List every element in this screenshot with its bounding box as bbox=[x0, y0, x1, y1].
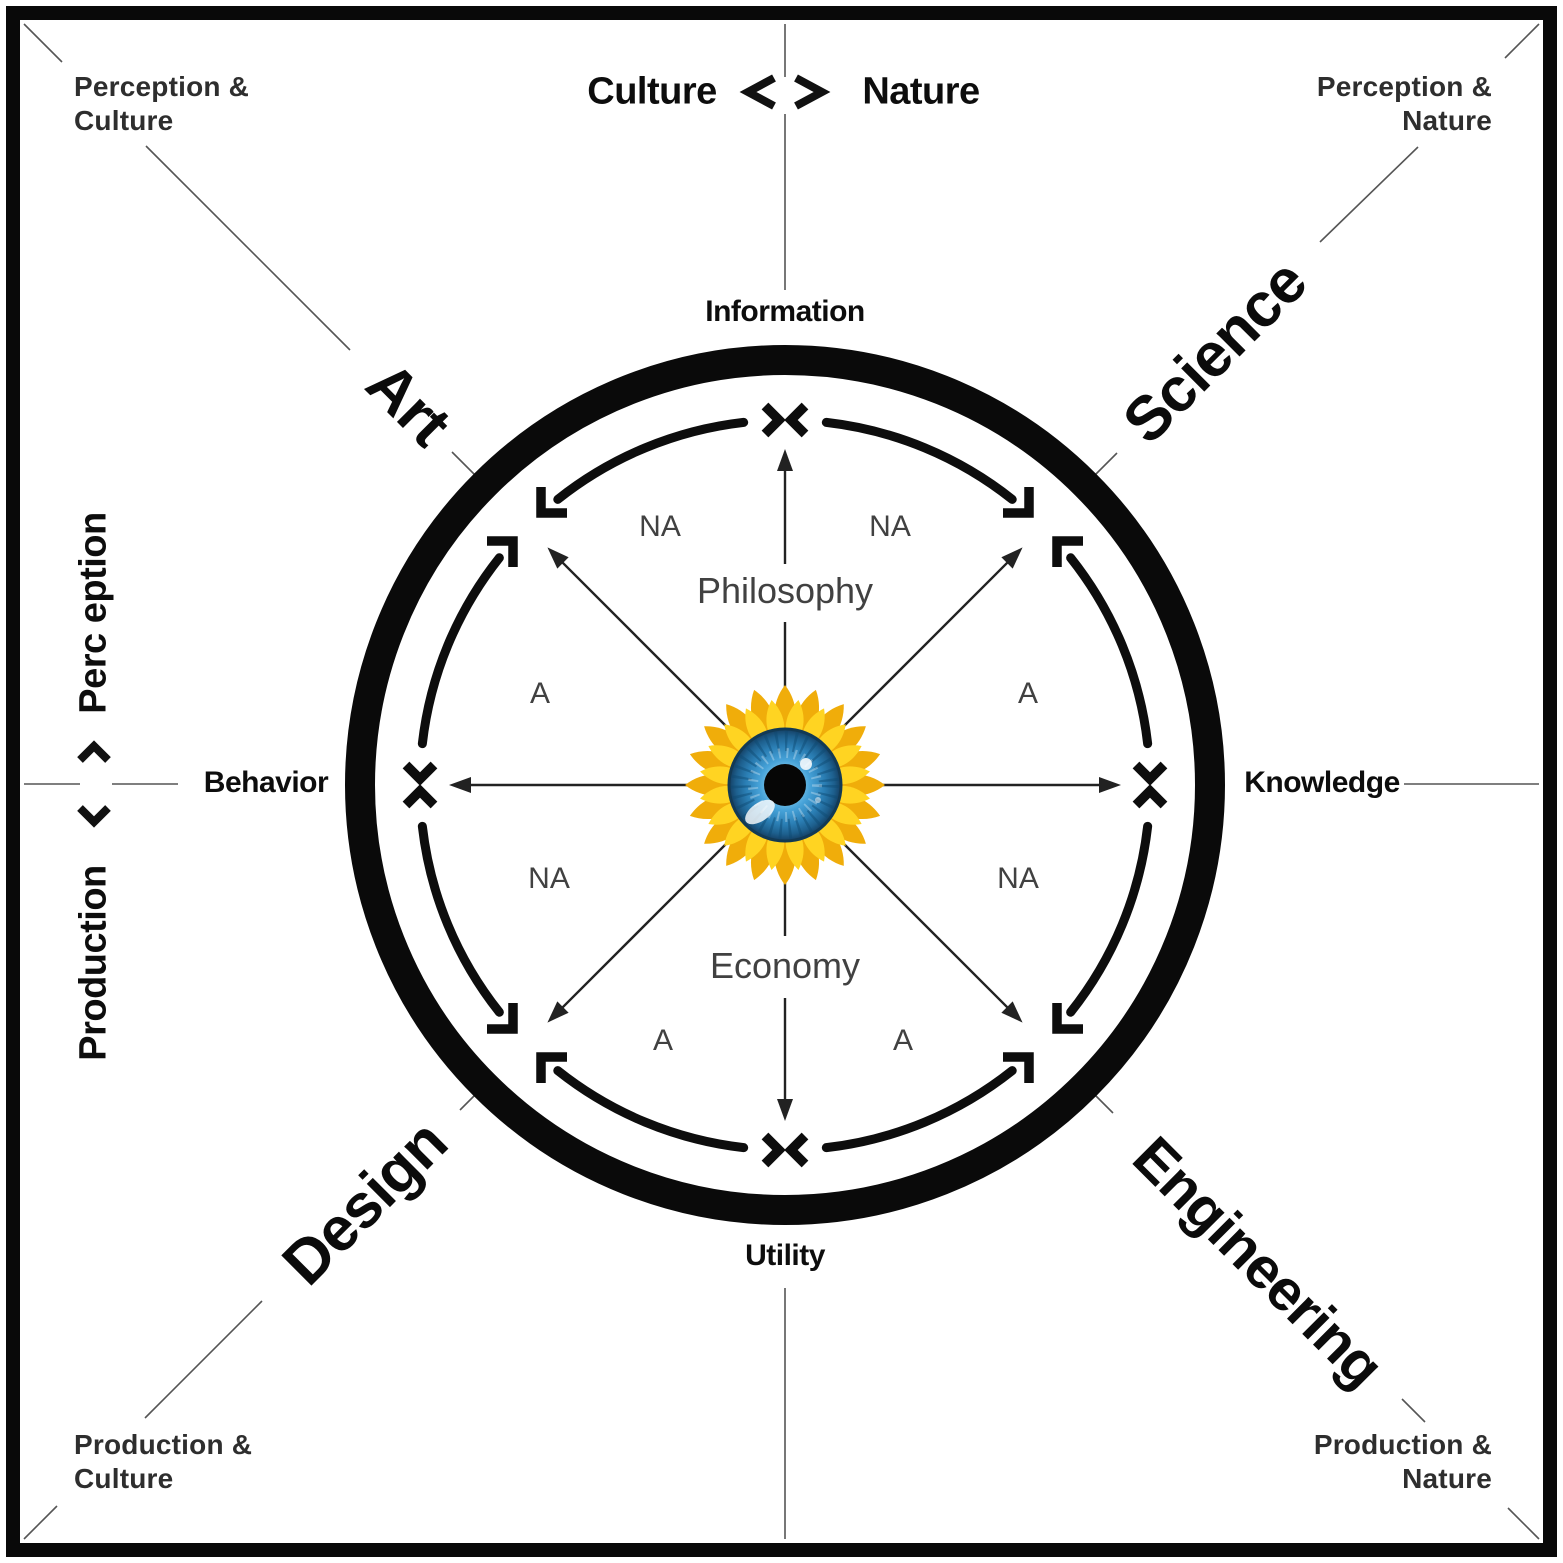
sector-label-mid-right: A bbox=[1017, 677, 1039, 710]
inner-label-economy: Economy bbox=[709, 945, 861, 986]
corner-line: Perception & bbox=[74, 71, 250, 102]
corner-line: Perception & bbox=[1316, 71, 1492, 102]
sector-label-lower-right: NA bbox=[997, 862, 1039, 895]
corner-line: Culture bbox=[74, 1462, 174, 1494]
corner-line: Nature bbox=[1402, 1462, 1492, 1494]
sector-label-upper-right: NA bbox=[869, 510, 911, 543]
outer-ring bbox=[345, 345, 1225, 1225]
sector-label-lower-left: NA bbox=[528, 862, 570, 895]
diagonal-line-nw bbox=[23, 23, 475, 475]
diagonal-line-se bbox=[1095, 1095, 1540, 1540]
sunflower-eye-icon bbox=[685, 685, 885, 885]
node-chevrons-south bbox=[765, 1136, 805, 1164]
corner-line: Nature bbox=[1402, 104, 1492, 136]
top-axis-label-culture: Culture bbox=[587, 70, 717, 113]
ring-label-information: Information bbox=[705, 295, 865, 328]
sector-label-bottom-right: A bbox=[892, 1024, 914, 1057]
diagonal-line-ne bbox=[1095, 23, 1540, 475]
chevron-left-icon bbox=[739, 74, 776, 110]
corner-line: Production & bbox=[1313, 1429, 1492, 1460]
top-axis-label-nature: Nature bbox=[862, 70, 980, 113]
chevron-right-icon bbox=[794, 74, 831, 110]
corner-label-perception-nature: Perception & Nature bbox=[1317, 70, 1492, 137]
sector-label-upper-left: NA bbox=[639, 510, 681, 543]
corner-label-production-nature: Production & Nature bbox=[1314, 1428, 1492, 1495]
inner-circle-arcs bbox=[417, 417, 1153, 1153]
inner-label-philosophy: Philosophy bbox=[696, 570, 874, 611]
chevron-up-icon bbox=[77, 740, 111, 763]
ring-label-utility: Utility bbox=[745, 1239, 825, 1272]
ring-label-behavior: Behavior bbox=[203, 766, 329, 799]
corner-label-production-culture: Production & Culture bbox=[74, 1428, 252, 1495]
left-axis-label-production: Production bbox=[72, 865, 115, 1061]
node-chevrons-west bbox=[406, 765, 434, 805]
corner-line: Culture bbox=[74, 104, 174, 136]
node-chevrons-east bbox=[1136, 765, 1164, 805]
corner-line: Production & bbox=[74, 1429, 253, 1460]
node-chevrons-north bbox=[765, 406, 805, 434]
chevron-down-icon bbox=[77, 805, 111, 828]
corner-label-perception-culture: Perception & Culture bbox=[74, 70, 249, 137]
ring-label-knowledge: Knowledge bbox=[1244, 766, 1400, 799]
diagonal-line-sw bbox=[23, 1095, 475, 1540]
sector-label-mid-left: A bbox=[529, 677, 551, 710]
left-axis-label-perception: Perc eption bbox=[72, 512, 115, 714]
sector-label-bottom-left: A bbox=[652, 1024, 674, 1057]
